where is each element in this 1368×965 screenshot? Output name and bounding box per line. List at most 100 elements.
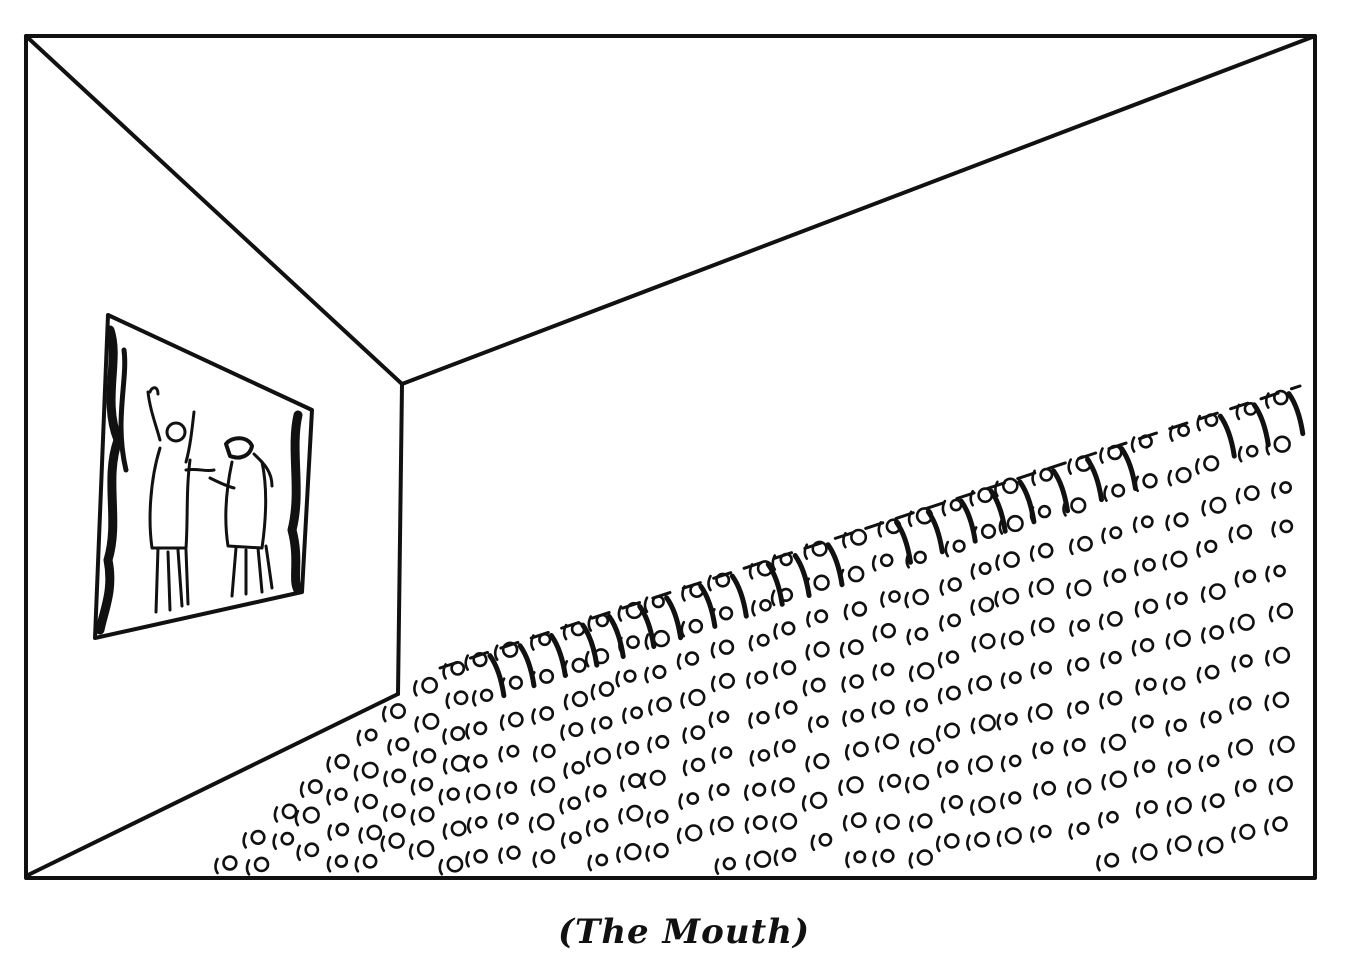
audience-shoulder	[970, 717, 976, 735]
audience-head	[780, 812, 798, 830]
audience-shoulder	[941, 499, 947, 517]
audience-shoulder	[1167, 469, 1173, 487]
audience-shoulder	[972, 526, 978, 543]
audience-shoulder	[711, 608, 716, 625]
audience-head	[1143, 800, 1158, 815]
audience-head	[473, 721, 488, 736]
audience-shoulder	[408, 843, 414, 860]
audience-shoulder	[1134, 559, 1139, 577]
audience-head	[752, 815, 768, 831]
audience-shoulder	[744, 784, 749, 801]
audience-head	[1108, 733, 1126, 751]
audience-head	[943, 722, 960, 739]
audience-head	[446, 855, 464, 873]
audience-shoulder	[530, 634, 535, 651]
audience-head	[1277, 735, 1295, 754]
audience-shoulder	[354, 796, 359, 813]
audience-shoulder	[533, 745, 538, 763]
audience-head	[1108, 650, 1122, 665]
audience-hair	[548, 633, 568, 678]
audience-shoulder	[586, 750, 591, 768]
audience-head	[778, 587, 794, 603]
audience-shoulder	[299, 781, 305, 798]
audience-shoulder	[1265, 565, 1270, 583]
audience-shoulder	[748, 563, 754, 580]
audience-head	[978, 561, 992, 575]
audience-head	[1038, 617, 1055, 633]
audience-shoulder	[382, 705, 387, 723]
audience-head	[886, 773, 902, 788]
audience-shoulder	[879, 775, 884, 793]
audience-head	[1279, 519, 1294, 534]
audience-head	[388, 832, 405, 849]
audience-shoulder	[587, 615, 593, 632]
audience-shoulder	[1235, 487, 1241, 505]
audience-shoulder	[808, 716, 813, 733]
audience-shoulder	[936, 725, 941, 742]
audience-head	[508, 675, 524, 690]
audience-head	[626, 635, 640, 649]
audience-shoulder	[994, 480, 999, 498]
audience-head	[507, 711, 524, 728]
audience-hair	[664, 595, 684, 641]
audience-shoulder	[841, 676, 846, 693]
audience-hair	[637, 604, 657, 649]
audience-shoulder	[1030, 662, 1036, 680]
audience-head	[851, 601, 868, 617]
audience-shoulder	[998, 518, 1004, 535]
audience-head	[416, 839, 435, 858]
frame-border	[24, 34, 1317, 880]
audience-shoulder	[1068, 823, 1073, 840]
audience-shoulder	[414, 716, 419, 733]
audience-shoulder	[1032, 742, 1037, 760]
audience-head	[974, 831, 990, 848]
audience-shoulder	[1099, 447, 1104, 464]
audience-shoulder	[615, 670, 620, 688]
audience-head	[813, 641, 830, 658]
audience-shoulder	[939, 579, 945, 596]
audience-head	[539, 706, 555, 721]
audience-shoulder	[905, 699, 911, 717]
audience-head	[1273, 646, 1291, 664]
audience-head	[595, 853, 609, 867]
audience-shoulder	[590, 683, 596, 701]
audience-shoulder	[875, 816, 881, 834]
audience-head	[593, 818, 609, 833]
audience-head	[539, 668, 555, 684]
audience-shoulder	[802, 679, 808, 697]
audience-head	[1242, 778, 1257, 793]
audience-head	[718, 639, 735, 655]
audience-head	[809, 791, 828, 810]
audience-head	[752, 782, 767, 797]
audience-shoulder	[1228, 741, 1233, 759]
audience-head	[1074, 778, 1092, 795]
audience-head	[1139, 637, 1155, 653]
audience-head	[626, 804, 644, 822]
audience-head	[783, 700, 798, 715]
audience-shoulder	[465, 756, 470, 773]
audience-head	[1041, 780, 1057, 796]
audience-head	[882, 733, 900, 750]
audience-shoulder	[1271, 482, 1276, 499]
audience-head	[654, 809, 669, 824]
audience-head	[1142, 473, 1158, 489]
audience-shoulder	[1069, 538, 1074, 556]
audience-shoulder	[272, 833, 277, 850]
audience-shoulder	[327, 824, 332, 841]
audience-head	[917, 813, 933, 829]
audience-shoulder	[907, 510, 913, 528]
audience-head	[571, 760, 585, 775]
audience-head	[1209, 625, 1224, 640]
audience-hair	[1051, 468, 1070, 514]
audience-head	[1208, 710, 1222, 724]
audience-shoulder	[647, 736, 652, 754]
audience-shoulder	[842, 710, 847, 727]
audience-shoulder	[1066, 582, 1071, 600]
audience-shoulder	[968, 677, 973, 695]
audience-shoulder	[466, 786, 471, 804]
audience-shoulder	[1069, 620, 1074, 637]
audience-shoulder	[803, 543, 809, 560]
audience-shoulder	[354, 856, 360, 873]
audience-shoulder	[1234, 571, 1240, 588]
audience-head	[850, 528, 868, 546]
